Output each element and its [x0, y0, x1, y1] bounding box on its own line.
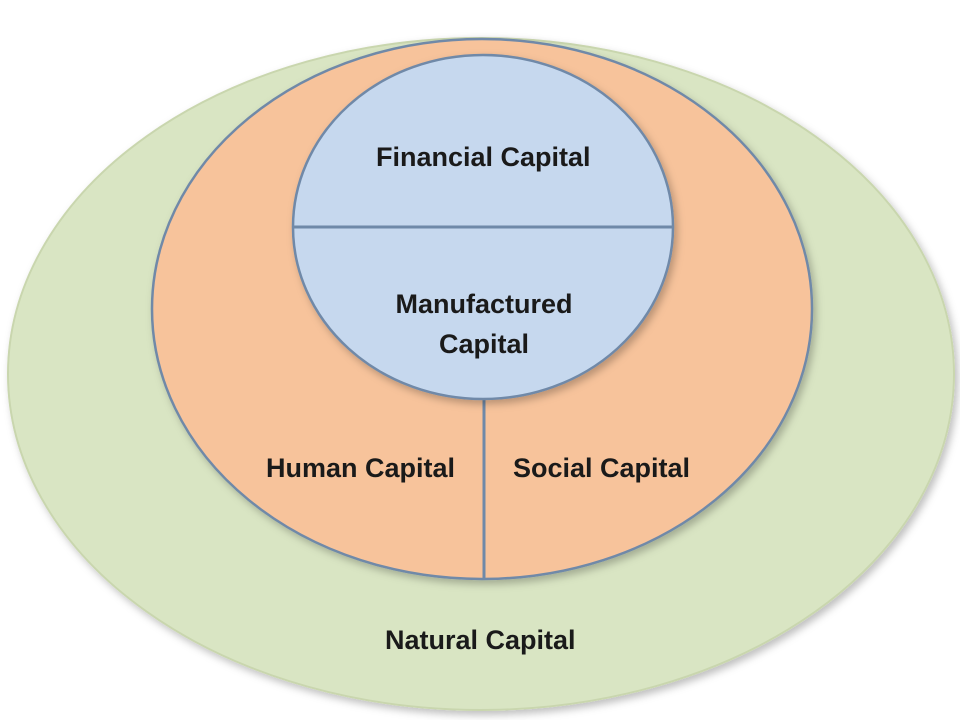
manufactured-capital-line1: Manufactured	[395, 289, 573, 319]
financial-capital-label: Financial Capital	[376, 142, 591, 172]
manufactured-capital-line2: Capital	[438, 329, 530, 359]
social-capital-label: Social Capital	[513, 453, 691, 483]
manufactured-capital-label: Manufactured Capital	[384, 284, 584, 364]
human-capital-label: Human Capital	[266, 453, 456, 483]
natural-capital-label: Natural Capital	[385, 625, 576, 655]
